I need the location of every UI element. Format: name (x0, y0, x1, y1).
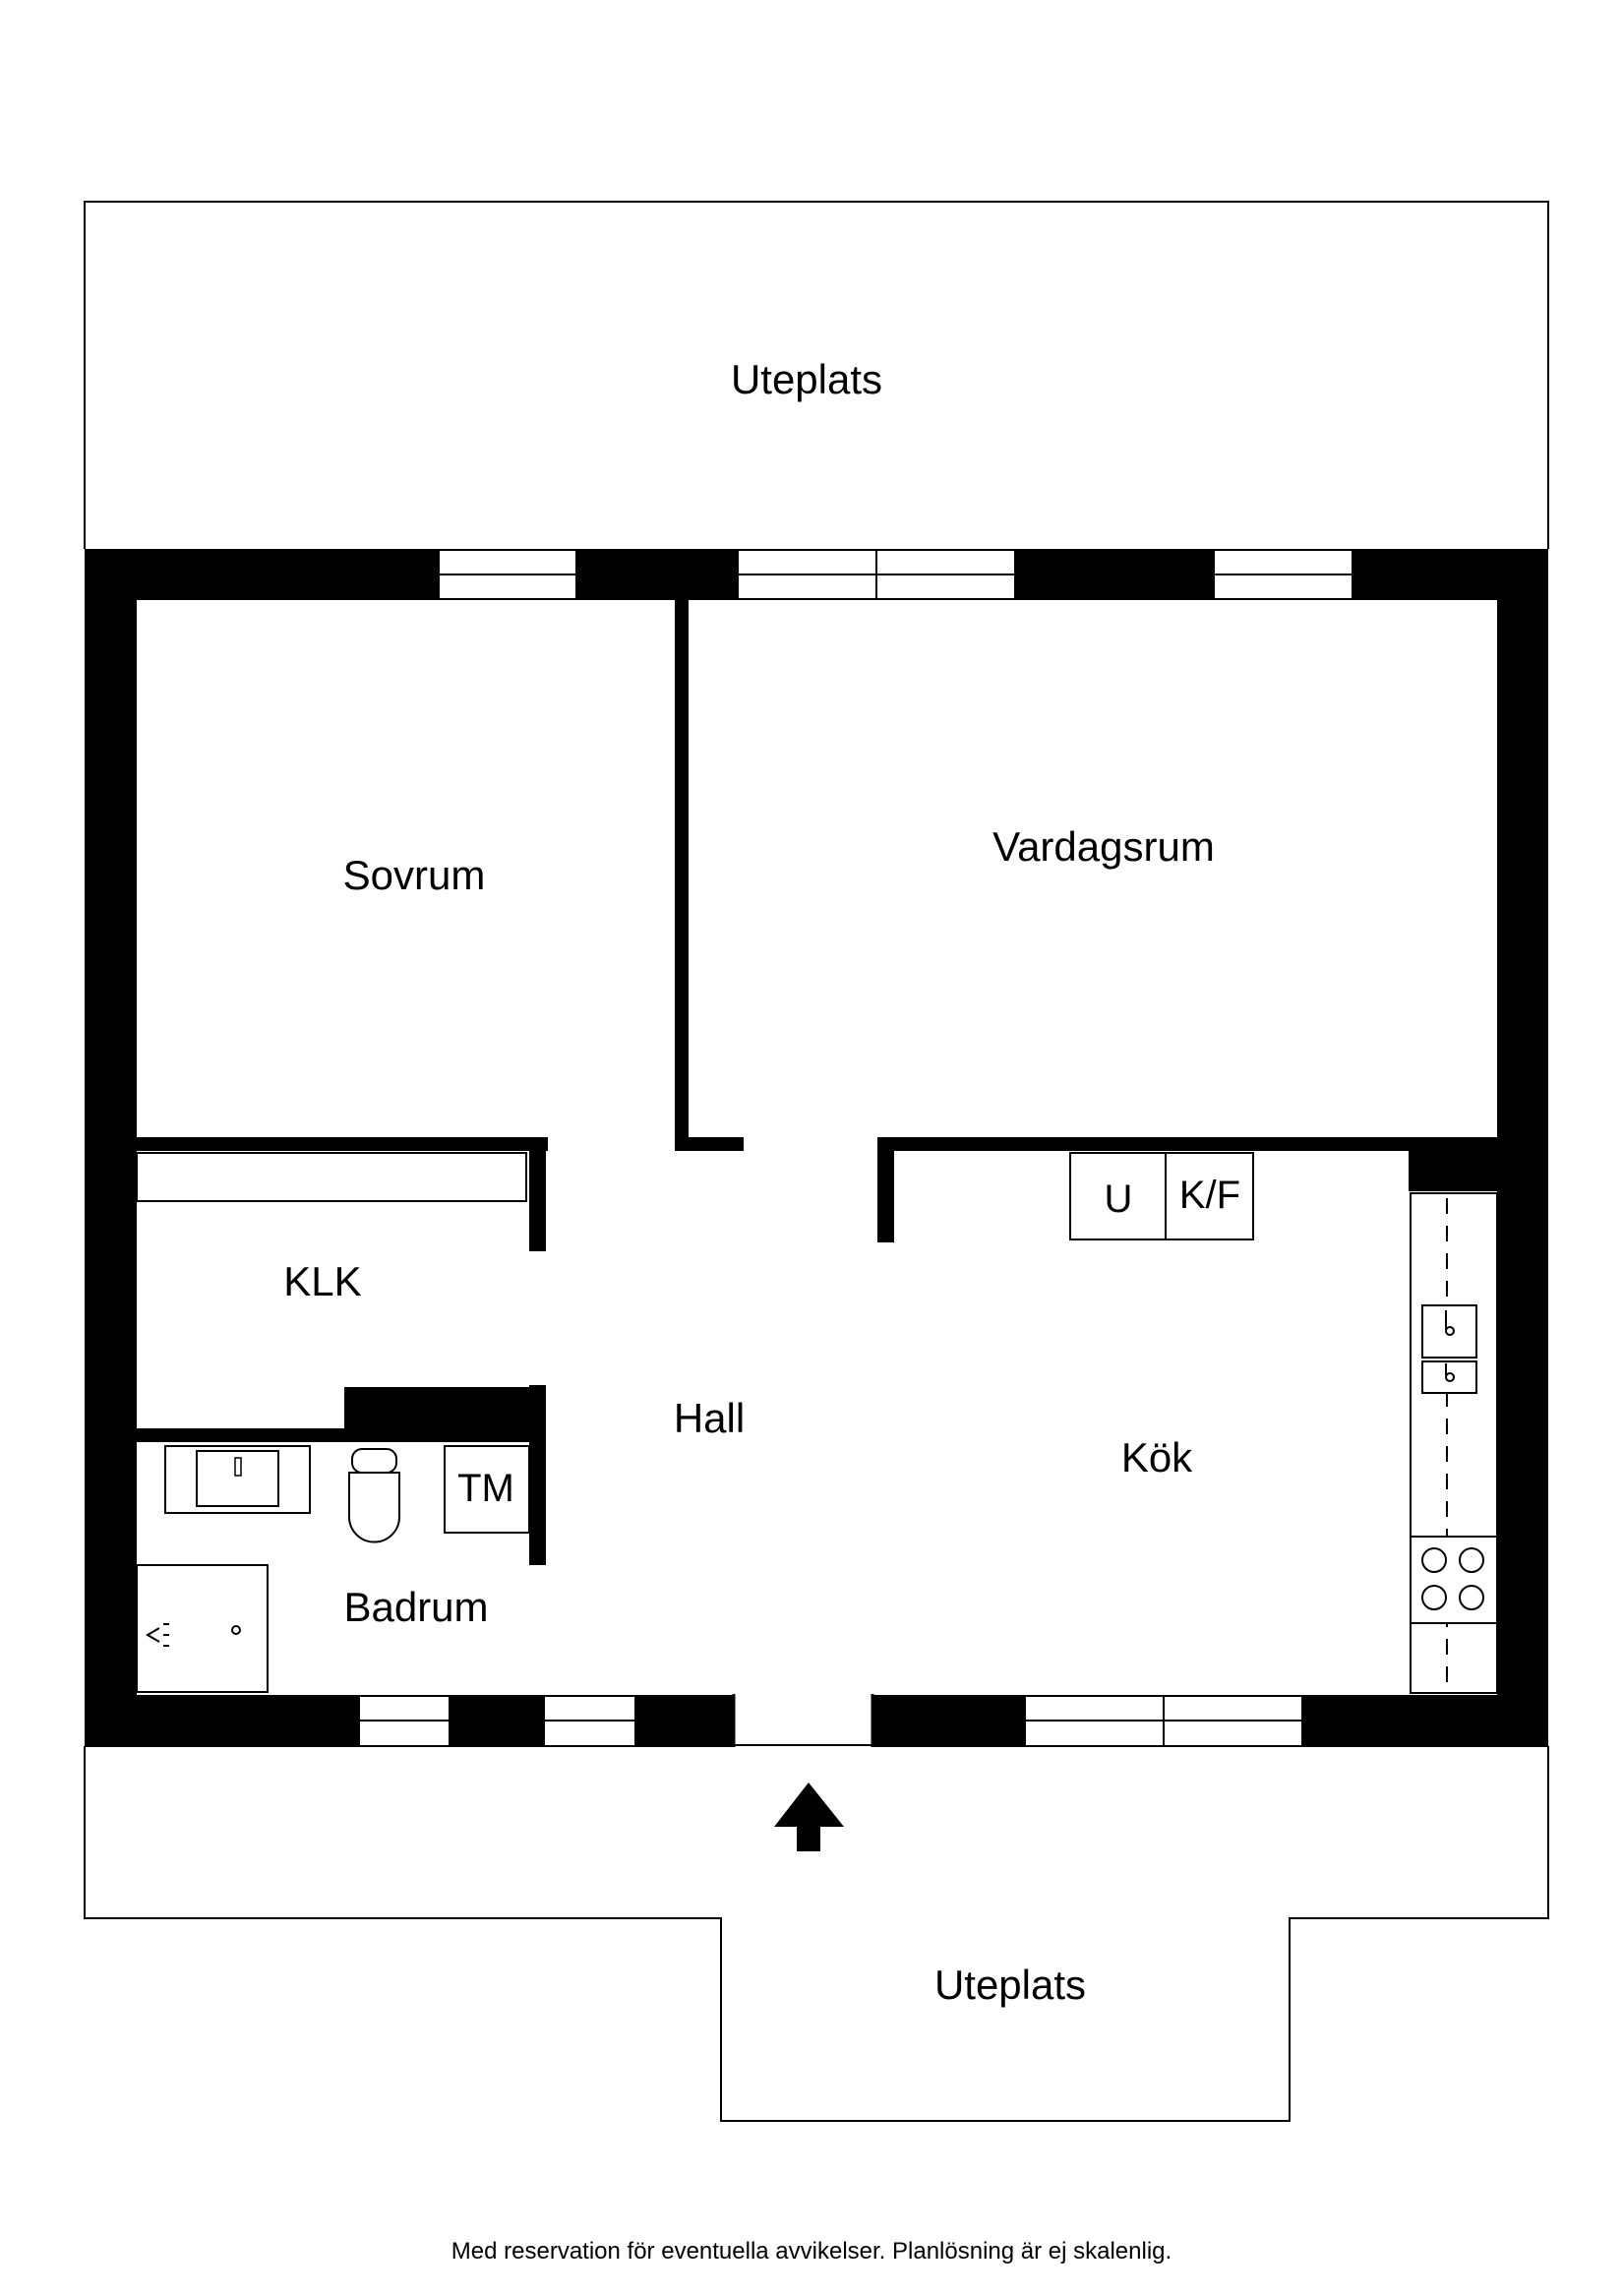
bath-sink-icon (164, 1445, 311, 1514)
terrace-bottom (84, 1746, 1549, 2122)
label-hall: Hall (674, 1395, 745, 1441)
label-klk: KLK (283, 1258, 361, 1304)
kitchen-counter (1410, 1192, 1498, 1694)
closet-shelf (136, 1152, 527, 1202)
windows-bottom (358, 1695, 1303, 1747)
label-badrum: Badrum (343, 1584, 488, 1630)
washing-machine-box (444, 1445, 530, 1534)
windows-top (438, 549, 1353, 600)
terrace-top (84, 201, 1549, 549)
label-kf: K/F (1179, 1174, 1240, 1217)
disclaimer-text: Med reservation för eventuella avvikelse… (451, 2238, 1172, 2265)
label-u: U (1105, 1178, 1133, 1221)
interior-walls (135, 598, 1499, 1565)
label-vardagsrum: Vardagsrum (992, 823, 1215, 870)
entrance-door (732, 1694, 874, 1748)
label-uteplats-top: Uteplats (731, 356, 882, 402)
label-tm: TM (457, 1467, 514, 1510)
label-kok: Kök (1121, 1434, 1193, 1480)
entrance-arrow-icon (774, 1782, 844, 1851)
sink-icon (1421, 1304, 1477, 1394)
shower-icon (136, 1564, 269, 1693)
label-uteplats-bottom: Uteplats (934, 1962, 1086, 2008)
stove-icon (1410, 1536, 1498, 1624)
label-sovrum: Sovrum (343, 852, 486, 898)
toilet-icon (348, 1448, 400, 1543)
appliances-u-kf (1069, 1152, 1254, 1240)
